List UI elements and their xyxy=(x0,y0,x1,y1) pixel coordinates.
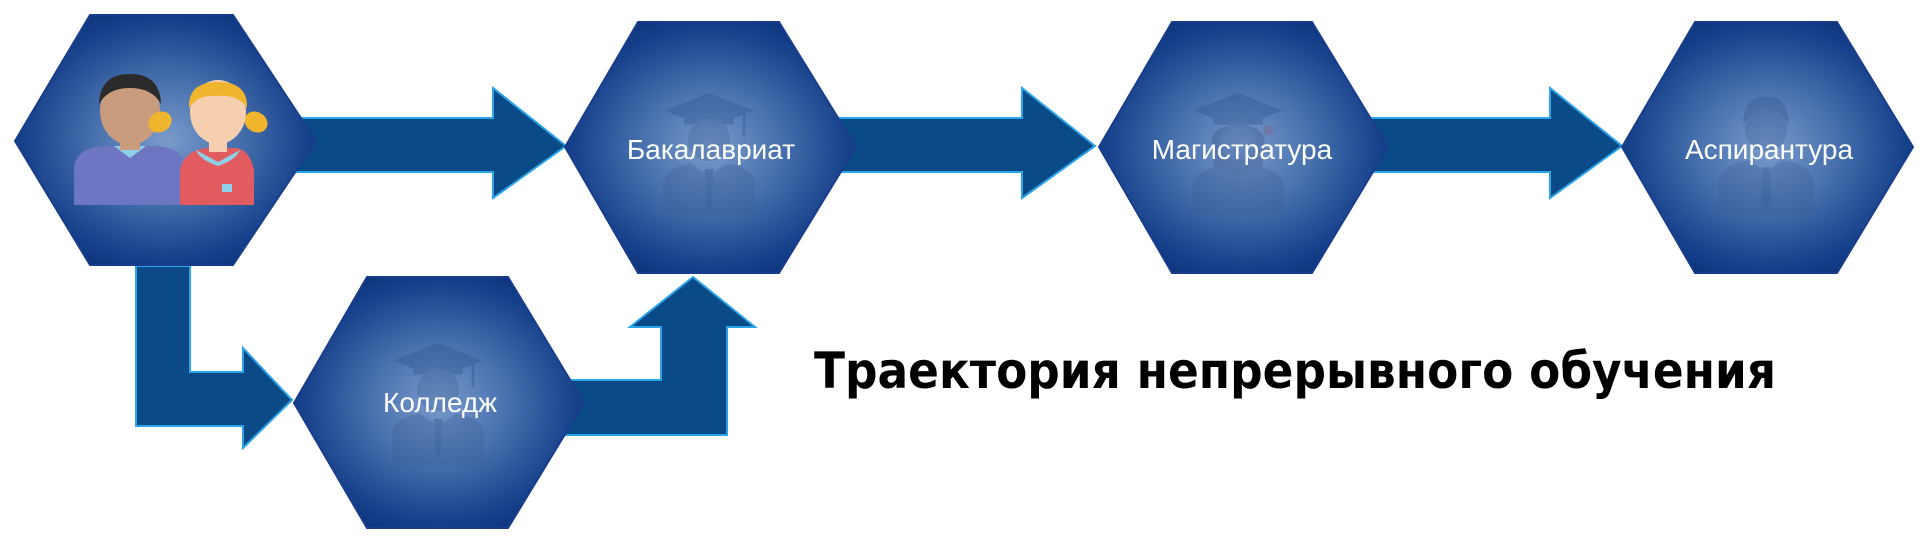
postgrad-label: Аспирантура xyxy=(1685,134,1853,165)
diagram-title: Траектория непрерывного обучения xyxy=(814,342,1776,400)
node-start xyxy=(13,14,318,266)
node-bachelor: Бакалавриат xyxy=(563,21,858,274)
node-postgrad: Аспирантура xyxy=(1620,21,1915,274)
children-icon xyxy=(74,74,268,205)
arrow-college-to-bachelor xyxy=(551,275,758,436)
node-master: Магистратура xyxy=(1097,21,1390,274)
hexagon-start xyxy=(13,14,318,266)
arrow-start-to-bachelor xyxy=(274,85,568,200)
node-college: Колледж xyxy=(292,276,586,529)
bachelor-label: Бакалавриат xyxy=(627,134,795,165)
arrow-start-to-college xyxy=(135,265,294,451)
master-label: Магистратура xyxy=(1152,134,1333,165)
college-label: Колледж xyxy=(383,387,497,418)
